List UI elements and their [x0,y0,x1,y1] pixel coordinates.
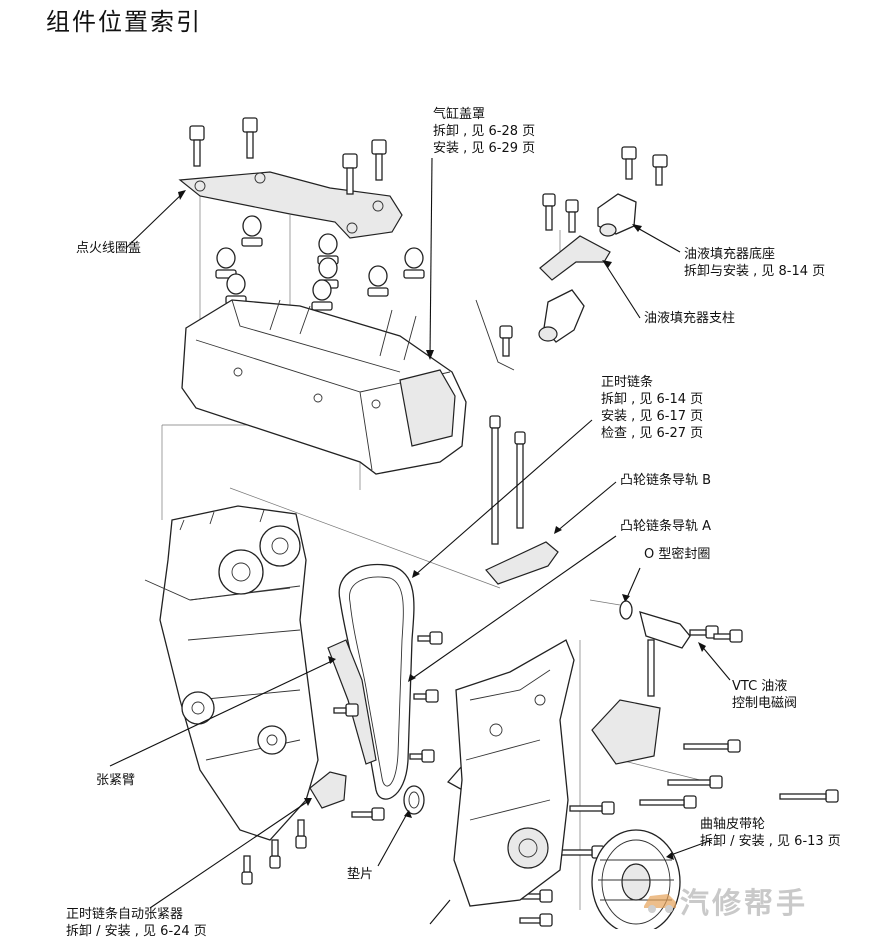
engine-block [144,505,319,841]
leader-lines [109,157,731,925]
arrowheads [178,190,706,860]
callout-cam-chain-guide-a: 凸轮链条导轨 A [620,519,712,534]
cap-nuts [215,215,425,311]
oil-pump-bracket [591,639,839,809]
cylinder-head-cover [181,299,467,475]
callout-cam-chain-guide-b: 凸轮链条导轨 B [620,473,712,488]
small-bolts [241,631,615,927]
watermark-text: 汽修帮手 [680,886,809,920]
oil-filler-assembly [475,146,668,371]
cover-bolts [189,117,387,195]
timing-cover [453,639,575,907]
callout-oil-filler-base: 油液填充器底座 拆卸与安装 , 见 8-14 页 [684,247,826,279]
studs [489,415,526,545]
car-logo-icon [644,894,676,913]
callout-crank-pulley: 曲轴皮带轮 拆卸 / 安装 , 见 6-13 页 [700,817,841,849]
tensioner-arm [327,639,377,765]
callout-timing-chain: 正时链条 拆卸 , 见 6-14 页 安装 , 见 6-17 页 检查 , 见 … [601,375,704,441]
vtc-valve [619,600,743,649]
ignition-coil-cover [178,171,403,239]
callout-cylinder-head-cover: 气缸盖罩 拆卸 , 见 6-28 页 安装 , 见 6-29 页 [433,107,536,156]
watermark: 汽修帮手 [640,880,808,922]
callout-vtc-valve: VTC 油液 控制电磁阀 [732,679,798,711]
auto-tensioner [309,771,347,809]
callout-oil-filler-post: 油液填充器支柱 [644,311,736,326]
page-title: 组件位置索引 [46,8,202,36]
callout-o-ring: O 型密封圈 [644,547,711,562]
callout-tensioner-arm: 张紧臂 [96,773,136,788]
callout-ignition-coil-cover: 点火线圈盖 [76,241,142,256]
cam-chain-guide-b [485,541,559,585]
callout-auto-tensioner: 正时链条自动张紧器 拆卸 / 安装 , 见 6-24 页 [66,907,207,939]
callout-gasket: 垫片 [347,867,374,882]
